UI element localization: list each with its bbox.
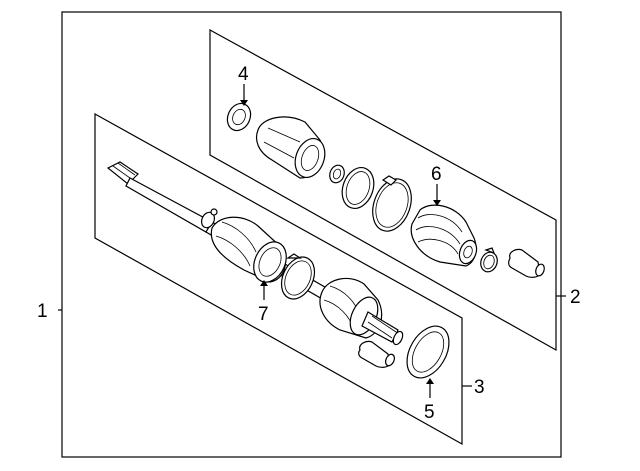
cv-boot-inner [210, 216, 287, 283]
callout-5: 5 [424, 402, 435, 423]
cv-boot-upper [410, 204, 478, 267]
shaft-collar [200, 208, 218, 229]
small-clamp [480, 247, 498, 273]
callout-1: 1 [37, 301, 48, 322]
clamp-ring-lower [280, 253, 316, 300]
upper-panel [209, 28, 557, 352]
clamp-ring-large [341, 167, 375, 209]
lower-panel-parts [106, 161, 450, 379]
callout-4: 4 [238, 64, 249, 85]
dust-cap-upper [508, 248, 545, 278]
upper-panel-parts [226, 102, 545, 278]
callout-6: 6 [431, 164, 442, 185]
retainer-ring [226, 102, 252, 132]
band-clamp [372, 175, 412, 232]
callout-2: 2 [570, 287, 581, 308]
callout-7: 7 [258, 304, 269, 325]
snap-ring [329, 164, 345, 184]
outer-stub-axle [361, 311, 404, 346]
seal [406, 325, 450, 379]
outer-frame [61, 11, 562, 458]
dust-cap-lower [358, 340, 396, 368]
cv-joint-housing [255, 116, 326, 179]
callout-3: 3 [474, 377, 485, 398]
callout-leaders [58, 84, 566, 398]
lower-panel [94, 112, 463, 446]
